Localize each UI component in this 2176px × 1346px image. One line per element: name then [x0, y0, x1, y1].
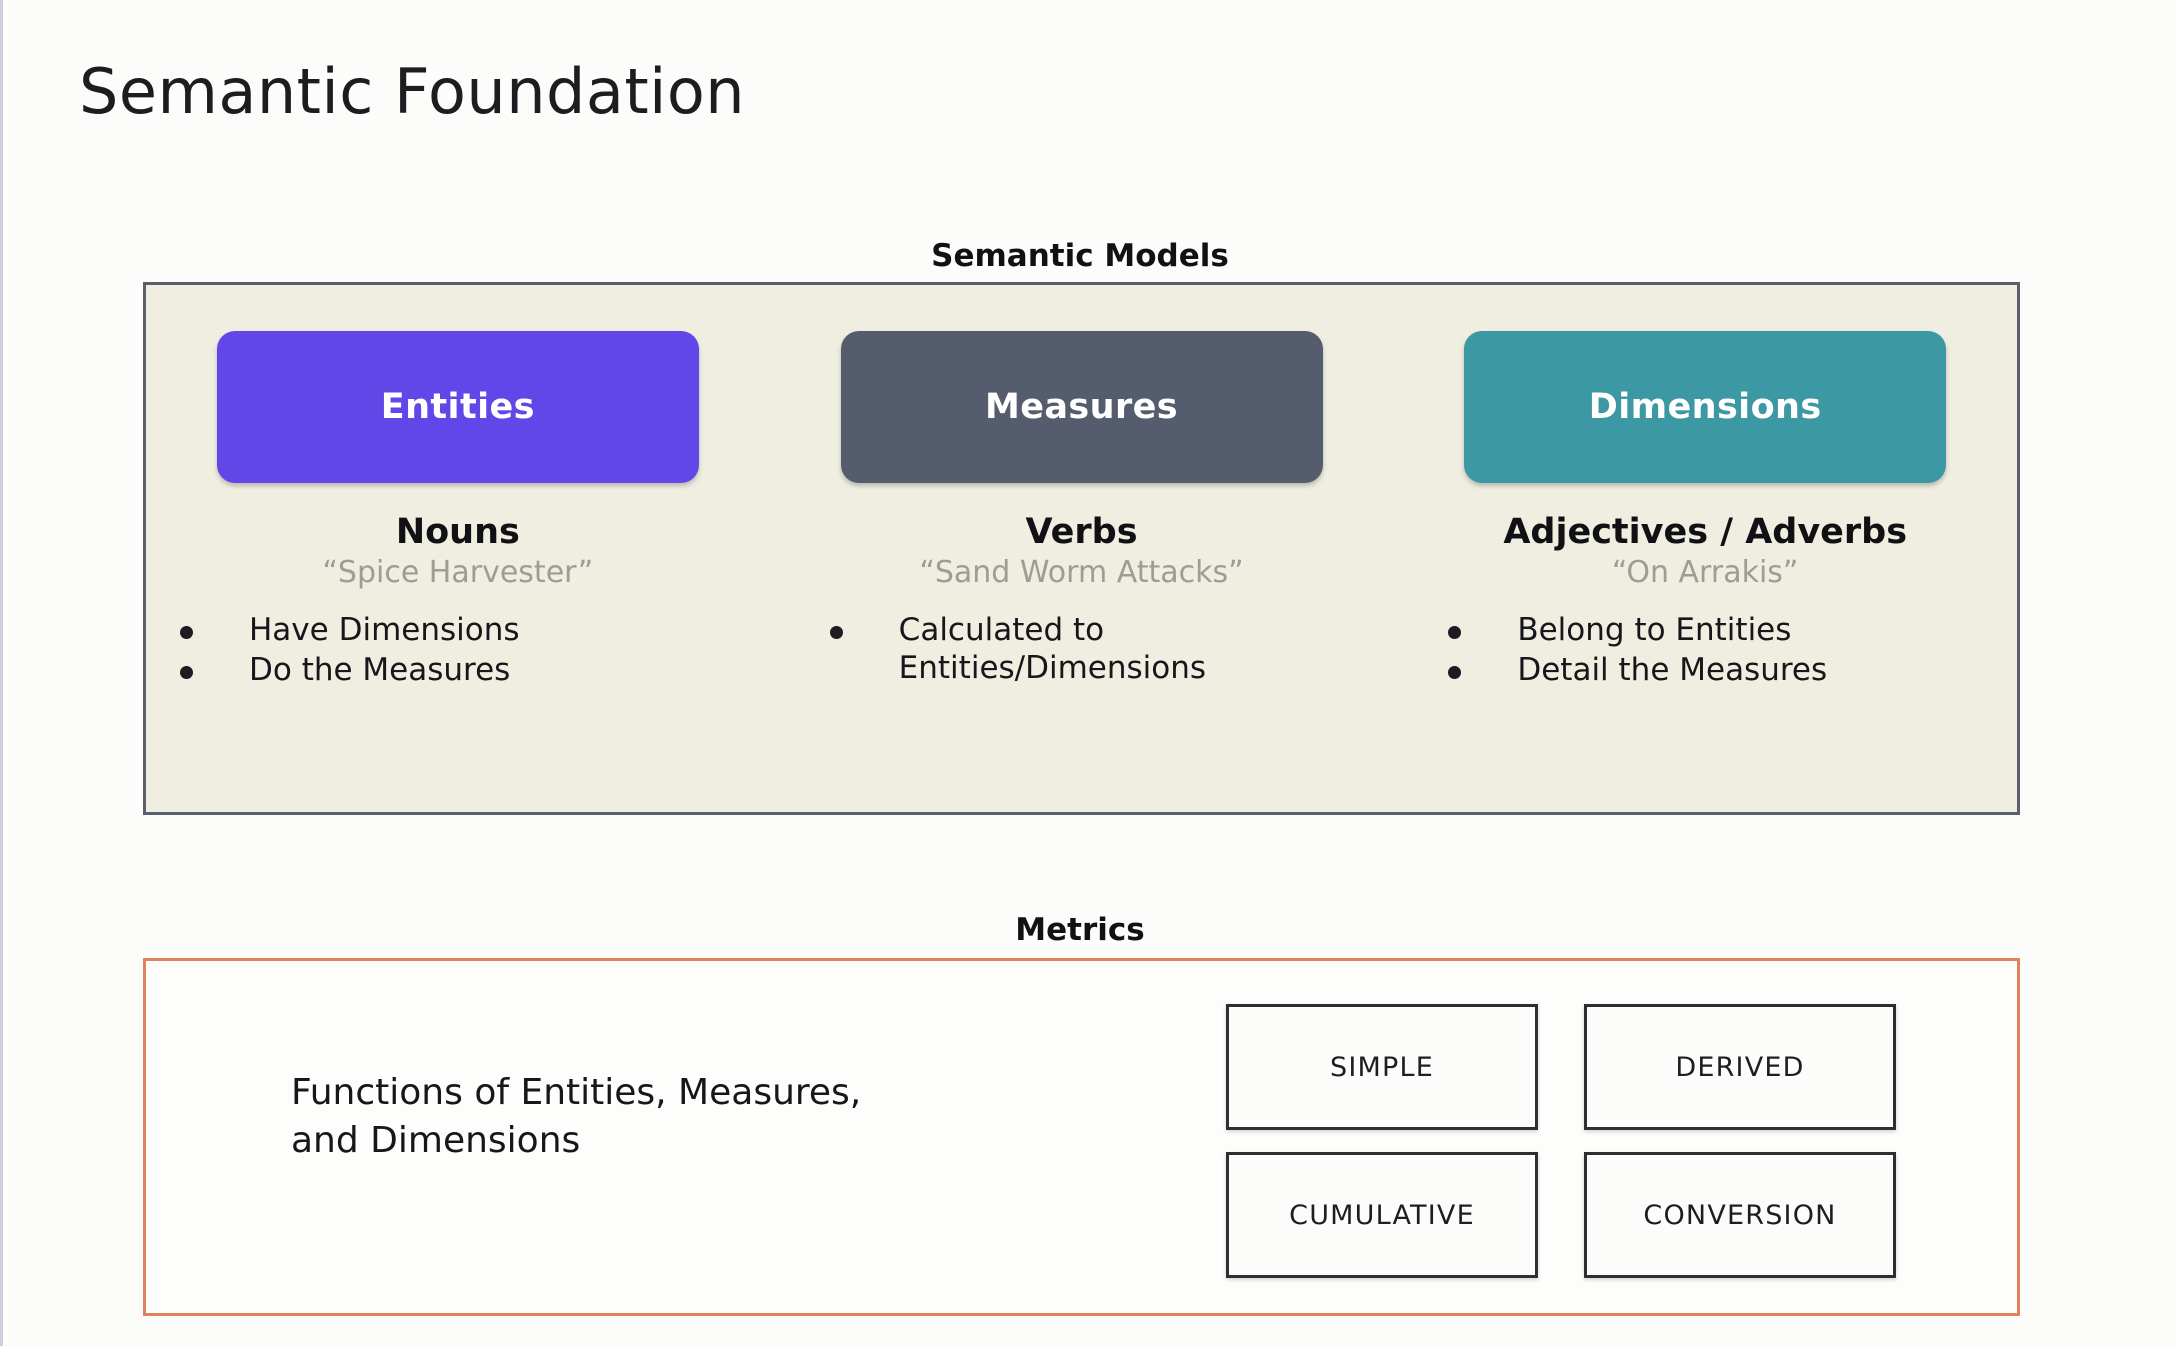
entities-pill[interactable]: Entities: [216, 331, 699, 483]
metric-label-simple: SIMPLE: [1330, 1051, 1434, 1083]
page-title: Semantic Foundation: [79, 55, 746, 128]
list-item: Do the Measures: [180, 652, 510, 690]
dimensions-trait-0: Belong to Entities: [1517, 612, 1792, 648]
dimensions-trait-1: Detail the Measures: [1517, 651, 1828, 688]
entities-pill-label: Entities: [380, 387, 535, 427]
semantic-models-panel: Entities Nouns “Spice Harvester” Have Di…: [143, 282, 2020, 815]
measures-trait-0: Calculated to Entities/Dimensions: [898, 612, 1207, 686]
entities-example: “Spice Harvester”: [322, 554, 594, 590]
metrics-description: Functions of Entities, Measures, and Dim…: [291, 1072, 862, 1161]
semantic-column-dimensions: Dimensions Adjectives / Adverbs “On Arra…: [1393, 285, 2017, 812]
list-item: Detail the Measures: [1448, 652, 1827, 690]
semantic-models-caption: Semantic Models: [931, 238, 1229, 274]
bullet-icon: [829, 626, 843, 639]
measures-part-of-speech: Verbs: [1025, 512, 1138, 552]
dimensions-example: “On Arrakis”: [1611, 554, 1799, 590]
metric-box-conversion[interactable]: CONVERSION: [1584, 1152, 1896, 1278]
bullet-icon: [1448, 626, 1462, 639]
bullet-icon: [1448, 665, 1462, 679]
measures-trait-list: Calculated to Entities/Dimensions: [710, 612, 1454, 690]
metrics-caption: Metrics: [1015, 912, 1145, 948]
bullet-icon: [180, 665, 193, 679]
dimensions-trait-list: Belong to Entities Detail the Measures: [1338, 612, 2072, 692]
list-item: Calculated to Entities/Dimensions: [829, 612, 1207, 688]
dimensions-pill[interactable]: Dimensions: [1464, 331, 1947, 483]
semantic-column-measures: Measures Verbs “Sand Worm Attacks” Calcu…: [770, 285, 1394, 812]
metric-label-conversion: CONVERSION: [1643, 1199, 1837, 1231]
list-item: Belong to Entities: [1448, 612, 1791, 650]
list-item: Have Dimensions: [180, 612, 520, 650]
metric-label-derived: DERIVED: [1675, 1051, 1805, 1083]
measures-pill-label: Measures: [985, 387, 1178, 427]
metric-box-cumulative[interactable]: CUMULATIVE: [1226, 1152, 1538, 1278]
metric-box-simple[interactable]: SIMPLE: [1226, 1004, 1538, 1130]
metric-label-cumulative: CUMULATIVE: [1289, 1199, 1475, 1231]
entities-trait-1: Do the Measures: [249, 651, 511, 688]
bullet-icon: [180, 626, 193, 639]
metrics-type-grid: SIMPLE DERIVED CUMULATIVE CONVERSION: [1226, 1004, 1896, 1278]
measures-pill[interactable]: Measures: [840, 331, 1323, 483]
entities-part-of-speech: Nouns: [395, 512, 520, 552]
measures-example: “Sand Worm Attacks”: [919, 554, 1244, 590]
metrics-panel: Functions of Entities, Measures, and Dim…: [143, 958, 2020, 1316]
entities-trait-list: Have Dimensions Do the Measures: [112, 612, 804, 692]
semantic-column-entities: Entities Nouns “Spice Harvester” Have Di…: [146, 285, 770, 812]
dimensions-part-of-speech: Adjectives / Adverbs: [1503, 512, 1908, 552]
metric-box-derived[interactable]: DERIVED: [1584, 1004, 1896, 1130]
entities-trait-0: Have Dimensions: [249, 612, 520, 648]
dimensions-pill-label: Dimensions: [1588, 387, 1822, 427]
